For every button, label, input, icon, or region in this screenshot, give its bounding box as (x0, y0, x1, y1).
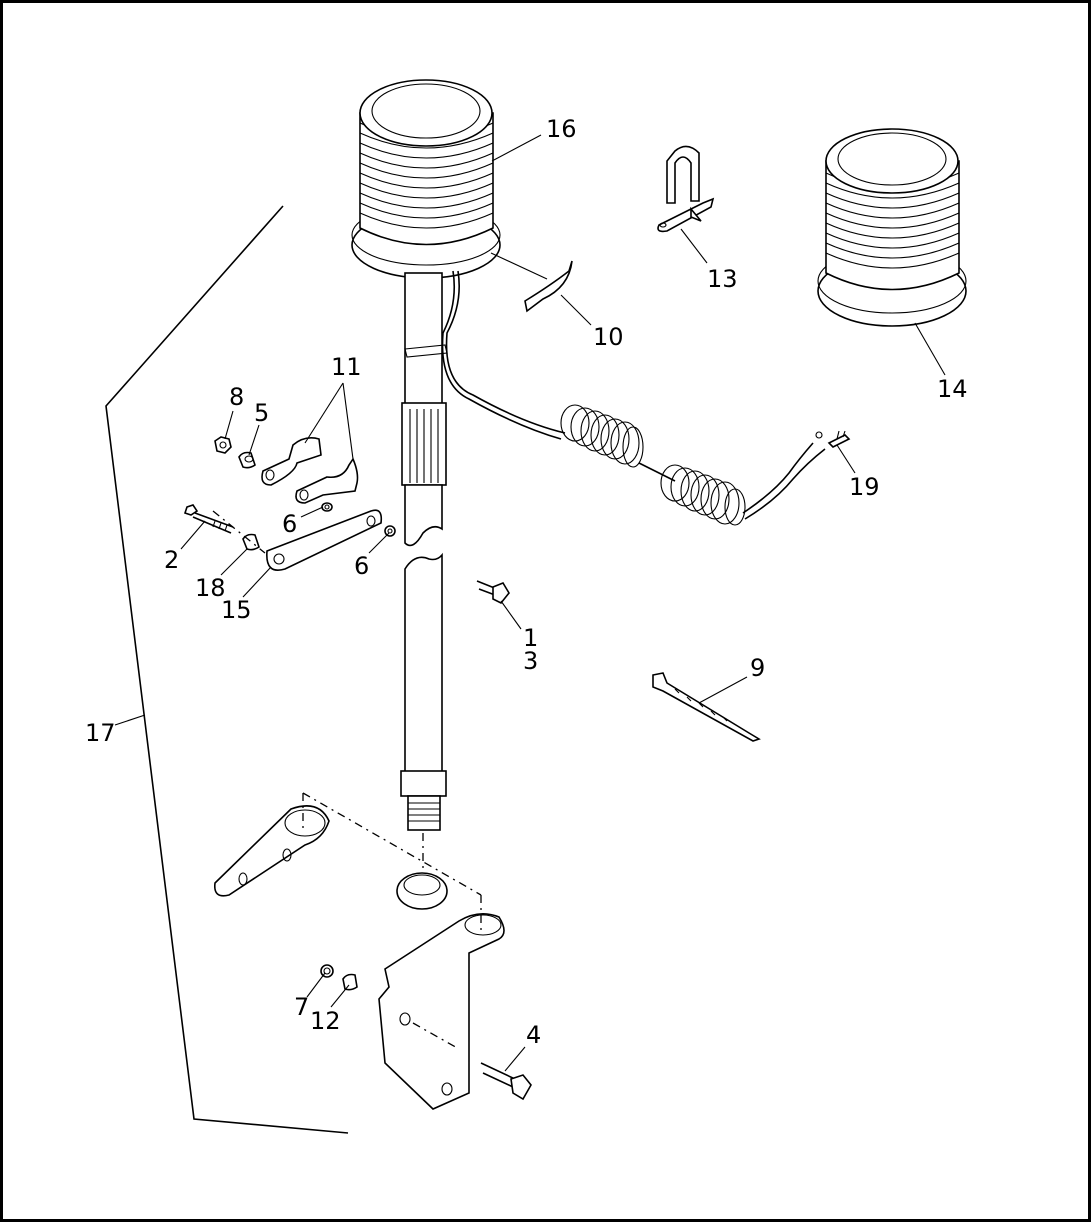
callout-17: 17 (85, 719, 116, 747)
callout-2: 2 (164, 546, 179, 574)
callout-14: 14 (937, 375, 968, 403)
callout-16: 16 (546, 115, 577, 143)
beacon-lamp-16 (351, 79, 501, 279)
callout-6b: 6 (354, 552, 369, 580)
nut-8 (214, 436, 232, 454)
tape-10 (524, 260, 573, 313)
connector-19 (827, 430, 851, 448)
callout-13: 13 (707, 265, 738, 293)
callout-6a: 6 (282, 510, 297, 538)
callout-15: 15 (221, 596, 252, 624)
mast-pole (400, 272, 448, 831)
callout-10: 10 (593, 323, 624, 351)
lamp-14 (817, 128, 967, 327)
clip-13 (657, 145, 715, 233)
callout-12: 12 (310, 1007, 341, 1035)
upper-mount-bracket (213, 805, 330, 897)
spacer-12 (342, 973, 358, 991)
callout-3: 3 (523, 647, 538, 675)
callout-1: 1 (523, 624, 538, 652)
screw-1-3 (476, 580, 510, 605)
washer-6b (384, 525, 396, 537)
washer-6a (321, 502, 333, 512)
cable-tie-9 (652, 672, 761, 742)
callout-11: 11 (331, 353, 362, 381)
link-arm-15 (266, 509, 383, 571)
callout-19: 19 (849, 473, 880, 501)
lower-mount-bracket (378, 913, 505, 1110)
leader-lines (114, 134, 946, 1072)
group-17-bracket (105, 205, 349, 1134)
callout-9: 9 (750, 654, 765, 682)
callout-8: 8 (229, 383, 244, 411)
clamp-11 (261, 437, 359, 504)
power-cord (441, 270, 826, 526)
callout-7: 7 (294, 993, 309, 1021)
parts-diagram: 16 13 10 14 11 8 5 19 6 6 2 18 15 1 3 9 … (85, 79, 968, 1134)
bolt-4 (480, 1062, 532, 1101)
lock-nut (396, 872, 448, 910)
callout-labels: 16 13 10 14 11 8 5 19 6 6 2 18 15 1 3 9 … (85, 115, 968, 1049)
bolt-2 (183, 504, 234, 534)
callout-5: 5 (254, 399, 269, 427)
assembly-lines (212, 510, 482, 1050)
callout-18: 18 (195, 574, 226, 602)
spacer-5 (238, 451, 256, 469)
callout-4: 4 (526, 1021, 541, 1049)
